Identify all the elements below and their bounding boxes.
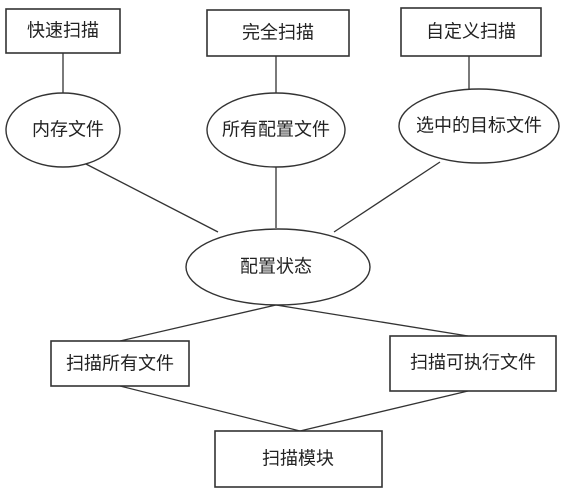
node-full-scan: 完全扫描 <box>206 9 350 57</box>
node-scan-all-files-label: 扫描所有文件 <box>66 354 174 375</box>
node-scan-module-box <box>214 430 383 488</box>
node-scan-executable-files-box <box>389 335 557 392</box>
edge-memory-files-to-config-state <box>83 162 219 233</box>
edge-selected-target-files-to-config-state <box>333 161 441 233</box>
node-scan-module: 扫描模块 <box>214 430 383 488</box>
node-quick-scan-label: 快速扫描 <box>27 21 99 42</box>
node-quick-scan-box <box>5 8 121 54</box>
node-all-config-files-ellipse <box>206 92 346 168</box>
edge-config-state-to-scan-executable-files <box>275 304 469 337</box>
edge-scan-executable-files-to-scan-module <box>299 390 469 432</box>
node-memory-files-label: 内存文件 <box>32 120 104 141</box>
node-scan-all-files-box <box>50 340 190 387</box>
node-custom-scan: 自定义扫描 <box>400 7 542 57</box>
node-config-state-label: 配置状态 <box>240 257 312 278</box>
node-memory-files: 内存文件 <box>5 92 121 168</box>
node-custom-scan-box <box>400 7 542 57</box>
node-scan-executable-files: 扫描可执行文件 <box>389 335 557 392</box>
node-selected-target-files-label: 选中的目标文件 <box>416 116 542 137</box>
node-config-state: 配置状态 <box>185 228 371 306</box>
node-scan-module-label: 扫描模块 <box>262 449 334 470</box>
node-config-state-ellipse <box>185 228 371 306</box>
node-all-config-files-label: 所有配置文件 <box>222 120 330 141</box>
node-custom-scan-label: 自定义扫描 <box>426 22 516 43</box>
node-full-scan-label: 完全扫描 <box>242 23 314 44</box>
node-quick-scan: 快速扫描 <box>5 8 121 54</box>
node-scan-executable-files-label: 扫描可执行文件 <box>410 353 536 374</box>
node-all-config-files: 所有配置文件 <box>206 92 346 168</box>
node-scan-all-files: 扫描所有文件 <box>50 340 190 387</box>
diagram-edges <box>62 53 470 432</box>
node-selected-target-files: 选中的目标文件 <box>398 88 560 164</box>
edge-scan-all-files-to-scan-module <box>119 385 301 432</box>
node-memory-files-ellipse <box>5 92 121 168</box>
node-selected-target-files-ellipse <box>398 88 560 164</box>
edge-config-state-to-scan-all-files <box>119 304 277 342</box>
node-full-scan-box <box>206 9 350 57</box>
